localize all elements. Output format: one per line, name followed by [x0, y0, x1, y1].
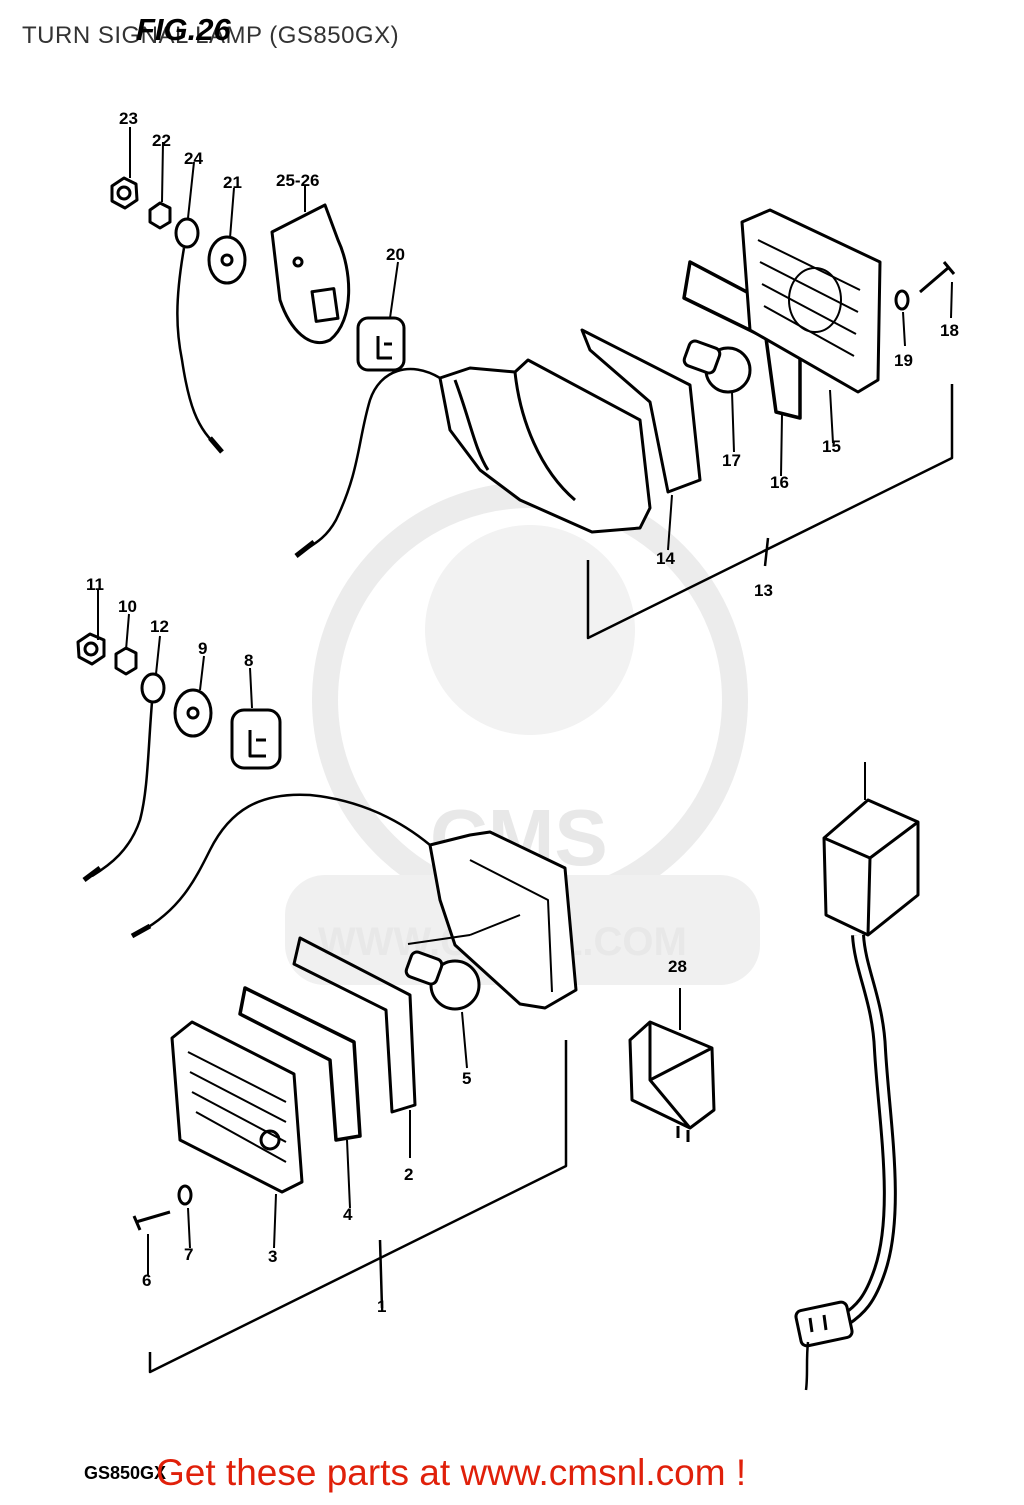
screw-18 — [919, 261, 956, 294]
signal-wire-lower — [139, 793, 431, 934]
lens-15 — [740, 208, 882, 394]
lamp-housing-lower — [428, 830, 578, 1010]
callout-16: 16 — [770, 473, 789, 492]
upper-signal-assembly — [110, 127, 956, 640]
callout-17: 17 — [722, 451, 741, 470]
page-title: TURN SIGNAL LAMP (GS850GX) — [22, 22, 400, 49]
figure-label: FIG.26 — [136, 12, 231, 47]
lock-washer-10 — [114, 646, 138, 676]
lower-signal-assembly — [76, 590, 578, 1374]
callout-12: 12 — [150, 617, 169, 636]
ground-wire-upper — [176, 247, 221, 449]
callout-20: 20 — [386, 245, 405, 264]
callout-23: 23 — [119, 109, 138, 128]
signal-wire-upper — [299, 367, 441, 555]
nut-11 — [76, 632, 106, 666]
callout-labels: 23 22 24 21 25-26 20 18 19 15 17 16 14 1… — [86, 109, 959, 1316]
gasket-4 — [238, 986, 362, 1142]
callout-10: 10 — [118, 597, 137, 616]
callout-1: 1 — [377, 1297, 386, 1316]
model-code: GS850GX — [84, 1463, 167, 1483]
bracket-25-26 — [270, 203, 351, 345]
assembly-bracket-1 — [148, 1040, 568, 1374]
callout-11: 11 — [86, 575, 104, 594]
parts-link[interactable]: Get these parts at www.cmsnl.com ! — [156, 1452, 747, 1493]
grommet-20 — [356, 316, 406, 372]
callout-18: 18 — [940, 321, 959, 340]
callout-2: 2 — [404, 1165, 413, 1184]
washer-19 — [894, 289, 910, 311]
assembly-bracket-13 — [586, 384, 954, 640]
callout-19: 19 — [894, 351, 913, 370]
callout-22: 22 — [152, 131, 171, 150]
terminal-24 — [174, 217, 200, 249]
callout-4: 4 — [343, 1205, 353, 1224]
callout-25-26: 25-26 — [276, 171, 319, 190]
callout-9: 9 — [198, 639, 207, 658]
callout-24: 24 — [184, 149, 203, 168]
callout-5: 5 — [462, 1069, 471, 1088]
callout-13: 13 — [754, 581, 773, 600]
lamp-housing-upper — [438, 358, 652, 534]
callout-15: 15 — [822, 437, 841, 456]
nut-23 — [110, 176, 139, 210]
screw-6 — [132, 1210, 171, 1231]
washer-21 — [207, 235, 247, 285]
callout-7: 7 — [184, 1245, 193, 1264]
callout-8: 8 — [244, 651, 253, 670]
lock-washer-22 — [148, 201, 172, 230]
lens-3 — [170, 1020, 304, 1194]
washer-9 — [173, 688, 213, 738]
relay-components — [628, 762, 920, 1391]
gasket-14 — [580, 328, 702, 494]
callout-27: 28 — [668, 957, 687, 976]
washer-7 — [177, 1184, 193, 1206]
callout-3: 3 — [268, 1247, 277, 1266]
callout-21: 21 — [223, 173, 242, 192]
gasket-2 — [292, 936, 417, 1114]
callout-14: 14 — [656, 549, 675, 568]
terminal-12 — [140, 672, 166, 704]
callout-6: 6 — [142, 1271, 151, 1290]
ground-wire-lower — [91, 701, 154, 878]
flasher-relay-27 — [628, 1020, 716, 1130]
